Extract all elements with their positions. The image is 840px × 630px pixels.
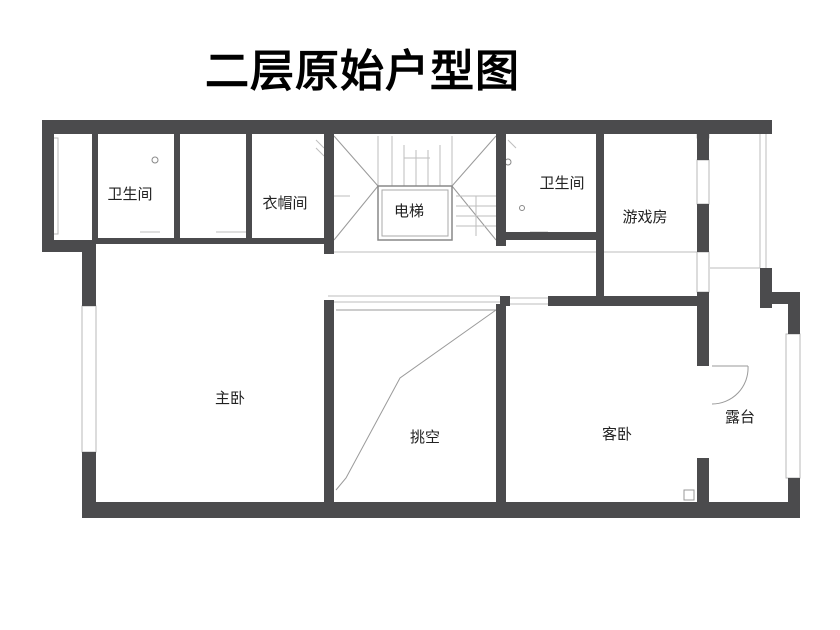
room-label-master-bedroom: 主卧 (215, 389, 245, 407)
room-label-bathroom-right: 卫生间 (539, 174, 584, 192)
room-label-terrace: 露台 (725, 408, 755, 426)
void-outline (335, 309, 497, 491)
corridor-lines (328, 251, 700, 305)
room-label-void: 挑空 (410, 428, 440, 446)
windows (51, 129, 801, 479)
room-label-bathroom-left: 卫生间 (107, 185, 152, 203)
page-title: 二层原始户型图 (205, 46, 520, 97)
room-label-game-room: 游戏房 (622, 208, 667, 226)
terrace-lines (710, 122, 767, 405)
bathroom-fixtures (140, 139, 695, 501)
staircase (333, 135, 497, 241)
walls (42, 120, 800, 518)
elevator-shaft (377, 185, 453, 241)
room-label-cloakroom: 衣帽间 (262, 194, 307, 212)
room-label-guest-bedroom: 客卧 (602, 425, 632, 443)
room-label-elevator: 电梯 (394, 202, 424, 220)
